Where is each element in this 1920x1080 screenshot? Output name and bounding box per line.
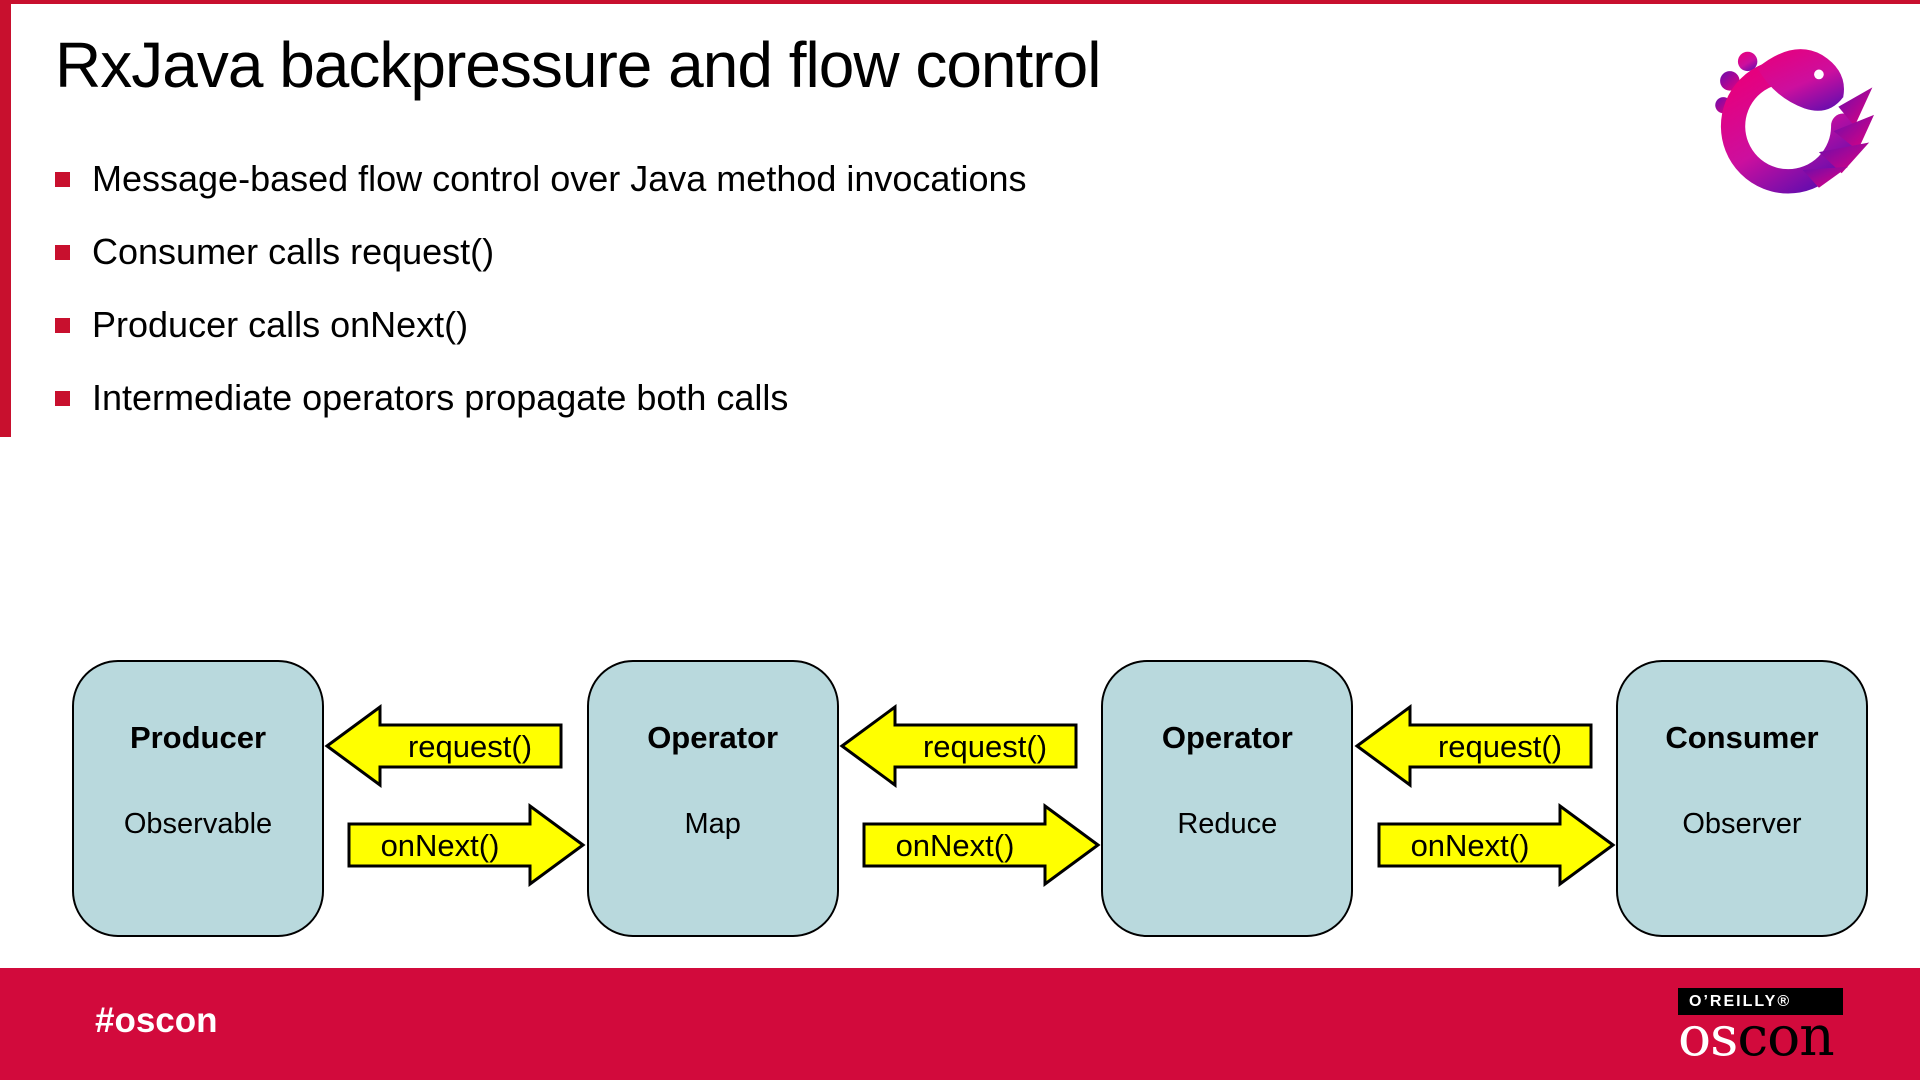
oreilly-oscon-logo: O’REILLY® oscon: [1678, 988, 1858, 1064]
bullet-square-icon: [55, 317, 70, 333]
node-operator-map: Operator Map: [586, 660, 839, 937]
link-group: request() onNext(): [1354, 660, 1616, 937]
bullet-item: Producer calls onNext(): [55, 304, 1027, 346]
request-arrow-icon: request(): [839, 704, 1078, 788]
bullet-square-icon: [55, 244, 70, 260]
node-title: Producer: [129, 720, 267, 755]
node-title: Operator: [647, 720, 779, 755]
bullet-item: Message-based flow control over Java met…: [55, 158, 1027, 200]
node-subtitle: Reduce: [1177, 808, 1278, 840]
node-title: Consumer: [1665, 720, 1819, 755]
link-group: request() onNext(): [839, 660, 1101, 937]
slide-title: RxJava backpressure and flow control: [55, 29, 1101, 101]
oscon-wordmark-dark: con: [1737, 1004, 1834, 1068]
onnext-label: onNext(): [896, 828, 1015, 863]
bullet-item: Intermediate operators propagate both ca…: [55, 377, 1027, 419]
bullet-text: Intermediate operators propagate both ca…: [92, 377, 789, 418]
bullet-item: Consumer calls request(): [55, 231, 1027, 273]
onnext-arrow-icon: onNext(): [862, 803, 1101, 887]
rxjava-logo-icon: [1715, 49, 1874, 194]
onnext-label: onNext(): [381, 828, 500, 863]
request-arrow-icon: request(): [1354, 704, 1593, 788]
link-group: request() onNext(): [324, 660, 586, 937]
bullet-square-icon: [55, 390, 70, 406]
request-label: request(): [408, 729, 532, 764]
node-producer: Producer Observable: [72, 660, 324, 937]
onnext-arrow-icon: onNext(): [1377, 803, 1616, 887]
onnext-label: onNext(): [1410, 828, 1529, 863]
left-accent-bar: [0, 0, 11, 437]
oscon-wordmark: oscon: [1678, 1009, 1858, 1064]
bullet-square-icon: [55, 171, 70, 187]
footer-band: #oscon O’REILLY® oscon: [0, 968, 1920, 1080]
node-subtitle: Observer: [1682, 808, 1802, 840]
node-title: Operator: [1161, 720, 1293, 755]
oscon-wordmark-light: os: [1678, 1004, 1738, 1068]
request-label: request(): [1438, 729, 1562, 764]
oreilly-wordmark: O’REILLY®: [1678, 988, 1843, 1015]
hashtag-oscon: #oscon: [95, 1001, 218, 1040]
bullet-text: Consumer calls request(): [92, 231, 495, 272]
request-label: request(): [923, 729, 1047, 764]
node-subtitle: Observable: [123, 808, 273, 840]
onnext-arrow-icon: onNext(): [347, 803, 586, 887]
node-consumer: Consumer Observer: [1615, 660, 1868, 937]
bullet-text: Message-based flow control over Java met…: [92, 158, 1027, 199]
request-arrow-icon: request(): [324, 704, 563, 788]
top-accent-rule: [0, 0, 1920, 4]
node-operator-reduce: Operator Reduce: [1101, 660, 1354, 937]
node-subtitle: Map: [684, 808, 741, 840]
bullet-list: Message-based flow control over Java met…: [55, 158, 1027, 450]
flow-diagram: Producer Observable request() onNext() O…: [72, 660, 1868, 937]
bullet-text: Producer calls onNext(): [92, 304, 469, 345]
